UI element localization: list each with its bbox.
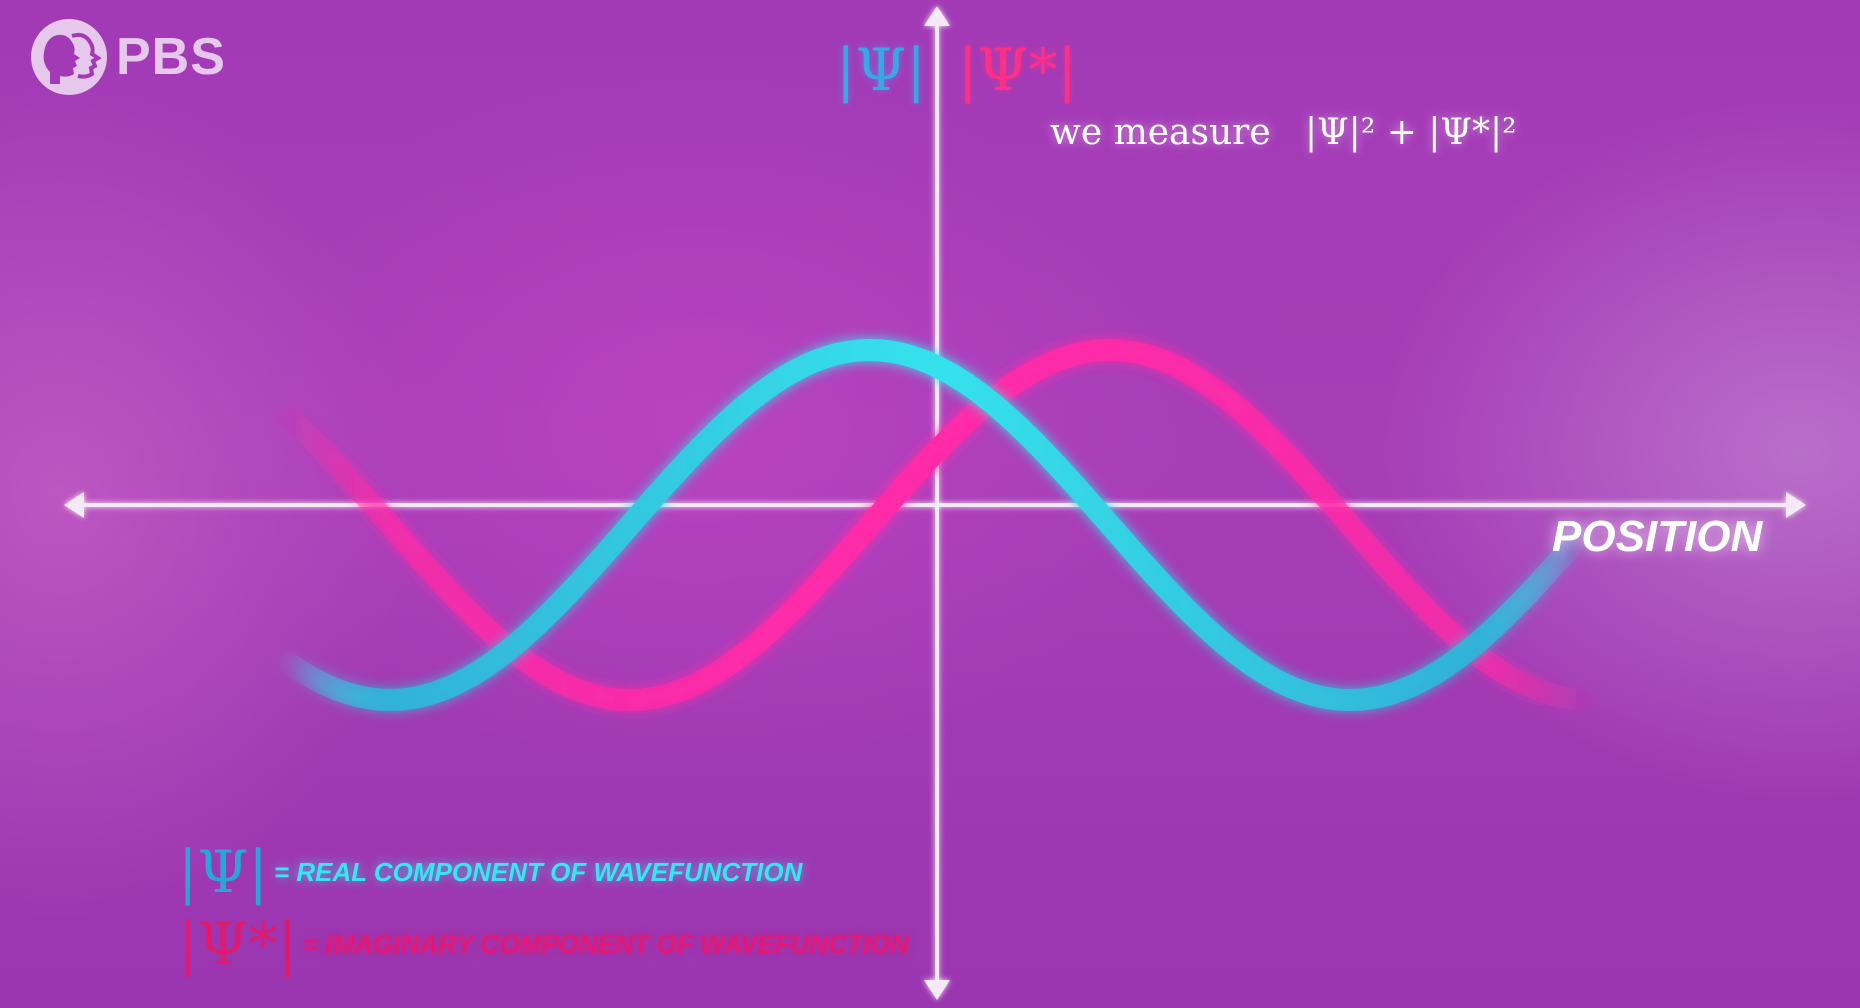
measurement-prefix: we measure [1050, 112, 1271, 153]
x-axis-label: POSITION [1552, 512, 1763, 561]
real-component-curve [279, 338, 1593, 712]
pbs-head-icon [31, 19, 107, 95]
pbs-logo-text: PBS [116, 28, 226, 86]
y-axis-bottom-arrow [924, 980, 950, 1000]
legend-real: |Ψ| = REAL COMPONENT OF WAVEFUNCTION [178, 838, 802, 906]
legend-real-text: = REAL COMPONENT OF WAVEFUNCTION [273, 856, 803, 887]
real-psi-symbol: |Ψ| [836, 36, 926, 104]
legend-imaginary-symbol: |Ψ*| [178, 910, 297, 978]
measurement-formula: |Ψ|² + |Ψ*|² [1304, 112, 1517, 153]
measurement-caption: we measure |Ψ|² + |Ψ*|² [1050, 112, 1517, 153]
x-axis-left-arrow [64, 492, 84, 518]
y-axis [924, 6, 950, 1000]
x-axis-right-arrow [1786, 492, 1806, 518]
legend-imaginary: |Ψ*| = IMAGINARY COMPONENT OF WAVEFUNCTI… [178, 910, 909, 978]
pbs-logo: PBS [30, 18, 226, 96]
y-axis-top-arrow [924, 6, 950, 26]
legend-imaginary-text: = IMAGINARY COMPONENT OF WAVEFUNCTION [302, 928, 909, 959]
imaginary-psi-symbol: |Ψ*| [958, 36, 1077, 104]
legend-real-symbol: |Ψ| [178, 838, 268, 906]
